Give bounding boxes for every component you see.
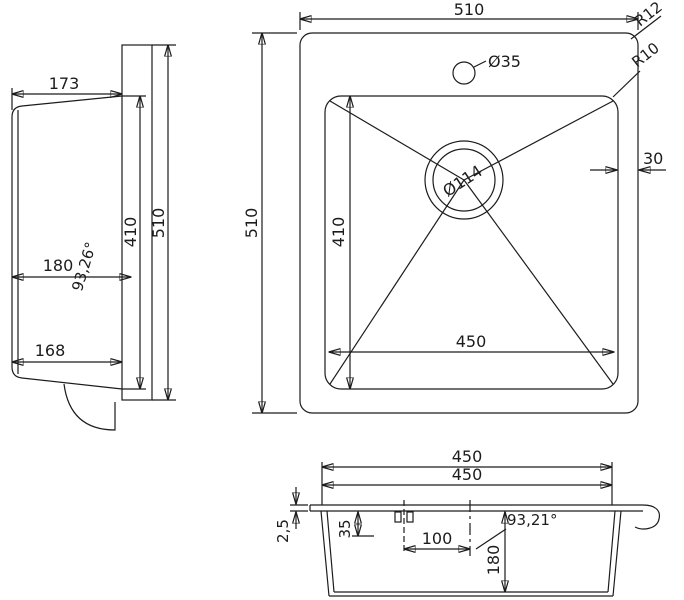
dim-faucet-center-label: 100 — [422, 529, 453, 548]
dim-side-depth-mid-label: 180 — [43, 256, 74, 275]
plan-view: Ø114 Ø35 510 510 410 450 30 — [242, 0, 666, 414]
front-wall-angle-label: 93,21° — [507, 511, 557, 529]
dim-plan-bowl-height-label: 410 — [329, 217, 348, 248]
dim-rim-offset-label: 30 — [643, 149, 663, 168]
dim-plan-bowl-width-label: 450 — [456, 332, 487, 351]
dim-side-bowl-opening-label: 410 — [121, 217, 140, 248]
dim-faucet-offset-label: 35 — [336, 519, 354, 538]
faucet-leader-line — [473, 60, 487, 68]
dim-side-height-label: 510 — [149, 208, 168, 239]
dim-side-depth-bottom-label: 168 — [35, 341, 66, 360]
faucet-knockout-symbol — [394, 500, 414, 552]
front-section-view: 450 450 2,5 35 100 93,21° 180 — [274, 447, 661, 597]
dim-rim-thickness-label: 2,5 — [274, 519, 292, 543]
drain-diameter-label: Ø114 — [439, 161, 486, 200]
side-rim-flange — [121, 44, 153, 401]
dim-side-depth-top-lines — [11, 88, 122, 110]
dim-plan-width-lines — [299, 12, 639, 30]
radius-inner-label: R10 — [628, 39, 662, 71]
dim-side-bowl-opening-lines — [122, 95, 146, 390]
radius-inner-leader — [612, 70, 641, 98]
dim-plan-height-lines — [252, 32, 297, 414]
radius-outer-leader — [630, 15, 662, 40]
faucet-hole-circle — [452, 61, 476, 85]
front-rim-lines — [309, 504, 643, 512]
drain-inner-circle — [432, 148, 496, 212]
plan-bowl-opening — [324, 95, 619, 390]
front-rim-ear-curve — [634, 504, 661, 530]
dim-front-width-top-label: 450 — [452, 447, 483, 466]
drain-outer-circle — [424, 140, 504, 220]
faucet-hole-label: Ø35 — [488, 52, 521, 71]
dim-bowl-depth-label: 180 — [484, 545, 503, 576]
dim-rim-thickness-lines — [290, 487, 308, 529]
side-view: 173 410 510 180 93,26° 168 — [11, 44, 176, 431]
plan-outer-rim — [299, 32, 639, 414]
dim-side-depth-top-label: 173 — [49, 74, 80, 93]
dim-plan-width-label: 510 — [454, 0, 485, 19]
dim-faucet-offset-lines — [352, 512, 374, 537]
side-drain-curve — [63, 383, 116, 431]
side-bowl-profile — [11, 95, 123, 390]
dim-side-height-lines — [152, 44, 176, 401]
dim-plan-height-label: 510 — [242, 208, 261, 239]
front-bowl-walls — [320, 510, 622, 597]
dim-front-width-bottom-label: 450 — [452, 465, 483, 484]
